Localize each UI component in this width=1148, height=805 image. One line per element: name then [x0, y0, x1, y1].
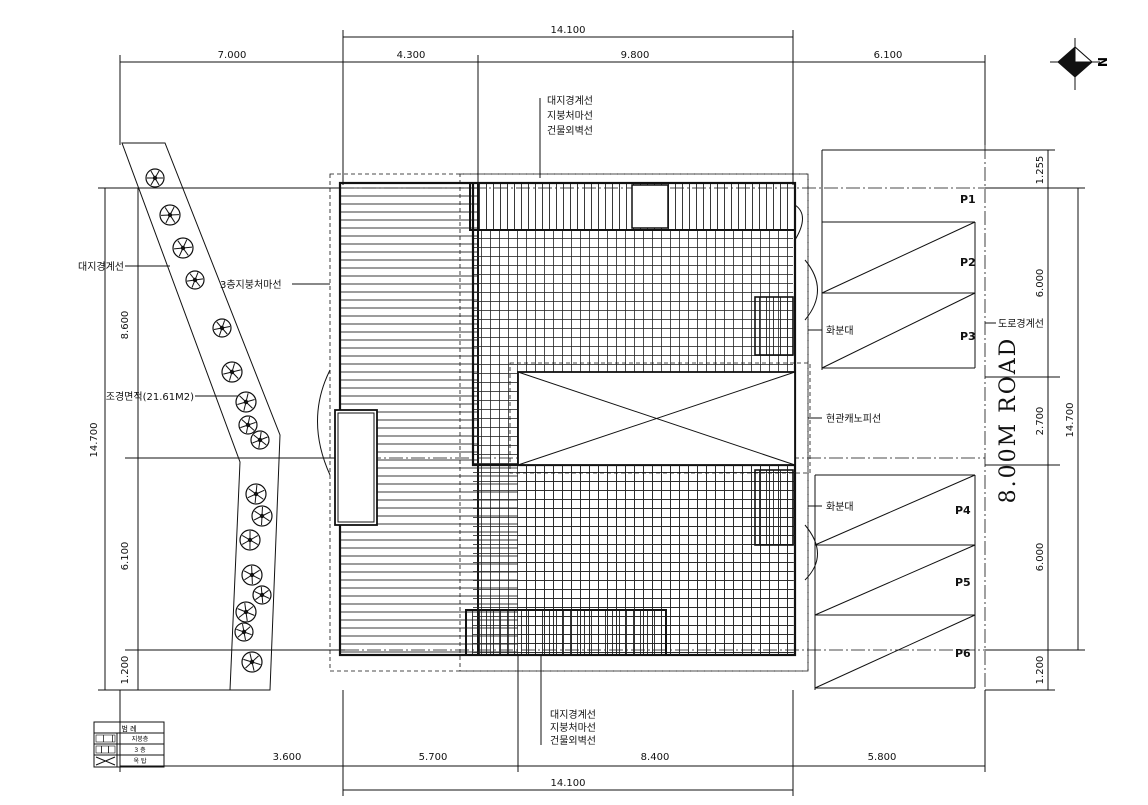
- tree-trunk: [259, 513, 265, 519]
- landscape-strip: [121, 142, 281, 691]
- dim-right-0: 1.255: [1035, 156, 1046, 185]
- label-boundary-top: 대지경계선: [547, 94, 593, 107]
- legend-row-1: 3 층: [134, 746, 146, 754]
- label-boundary-bottom: 대지경계선: [550, 708, 596, 721]
- annotations: 대지경계선 지붕처마선 건물외벽선 대지경계선 지붕처마선 건물외벽선 대지경계…: [78, 94, 1044, 747]
- dim-right-total: 14.700: [1065, 403, 1076, 438]
- dim-left-total: 14.700: [89, 423, 100, 458]
- tree-trunk: [259, 592, 265, 598]
- road-label: 8.00M ROAD: [996, 337, 1021, 504]
- tree-trunk: [247, 537, 253, 543]
- dim-left-1: 6.100: [120, 542, 131, 571]
- tree-trunk: [243, 609, 249, 615]
- north-letter: N: [1095, 57, 1109, 67]
- tree-symbols: [145, 168, 273, 673]
- left-dimensions: 14.700 8.600 6.100 1.200: [89, 187, 345, 691]
- dim-left-2: 1.200: [120, 656, 131, 685]
- roof-top-opening: [631, 184, 669, 229]
- parking-p1: P1: [960, 193, 976, 206]
- label-outer-wall-top: 건물외벽선: [547, 125, 593, 137]
- dim-top-1: 4.300: [397, 50, 426, 61]
- dim-top-0: 7.000: [218, 50, 247, 61]
- tree-trunk: [192, 277, 198, 283]
- parking-p5: P5: [955, 576, 971, 589]
- dim-top-2: 9.800: [621, 50, 650, 61]
- tree-trunk: [253, 491, 259, 497]
- right-dimensions: 1.255 6.000 2.700 6.000 1.200 14.700: [985, 149, 1085, 691]
- parking-p4: P4: [955, 504, 971, 517]
- left-canopy: [334, 409, 378, 526]
- label-road-boundary: 도로경계선: [998, 317, 1044, 330]
- tree-trunk: [241, 629, 247, 635]
- dim-bottom-3: 5.800: [868, 752, 897, 763]
- tree-trunk: [249, 659, 255, 665]
- legend: 범 례 지붕층 3 층 옥 탑: [93, 721, 165, 768]
- tree-trunk: [243, 399, 249, 405]
- label-landscape-area: 조경면적(21.61M2): [106, 390, 194, 403]
- tree-trunk: [257, 437, 263, 443]
- label-roof3-edge: 3층지붕처마선: [220, 279, 282, 291]
- dim-right-2: 2.700: [1035, 407, 1046, 436]
- tree-trunk: [245, 422, 251, 428]
- legend-row-0: 지붕층: [132, 735, 149, 743]
- north-arrow-icon: N: [1050, 38, 1109, 90]
- label-roof-edge-bottom: 지붕처마선: [550, 722, 596, 734]
- tree-trunk: [167, 212, 173, 218]
- dim-top-3: 6.100: [874, 50, 903, 61]
- dim-bottom-1: 5.700: [419, 752, 448, 763]
- label-roof-edge-top: 지붕처마선: [547, 110, 593, 122]
- tree-trunk: [249, 572, 255, 578]
- parking-p3: P3: [960, 330, 976, 343]
- tree-trunk: [180, 245, 186, 251]
- legend-title: 범 례: [121, 724, 136, 733]
- dim-top-total: 14.100: [551, 25, 586, 36]
- top-dimensions: 14.100 7.000 4.300 9.800 6.100: [119, 25, 986, 185]
- label-planter-top: 화분대: [826, 325, 854, 337]
- legend-row-2: 옥 탑: [134, 757, 147, 765]
- planter-lower-rect: [754, 469, 794, 546]
- dim-bottom-2: 8.400: [641, 752, 670, 763]
- roof-bottom-strip: [465, 609, 667, 656]
- tree-trunk: [152, 175, 158, 181]
- label-outer-wall-bottom: 건물외벽선: [550, 735, 596, 747]
- dim-right-3: 6.000: [1035, 543, 1046, 572]
- parking-p6: P6: [955, 647, 971, 660]
- bottom-dimensions: 3.600 5.700 8.400 5.800 14.100: [119, 655, 986, 796]
- parking-area: P1 P2 P3 P4 P5 P6: [814, 145, 986, 695]
- tree-trunk: [219, 325, 225, 331]
- planter-upper-rect: [754, 296, 794, 356]
- dim-bottom-0: 3.600: [273, 752, 302, 763]
- label-canopy-line: 현관캐노피선: [826, 413, 881, 425]
- parking-p2: P2: [960, 256, 976, 269]
- dim-left-0: 8.600: [120, 311, 131, 340]
- dim-bottom-total: 14.100: [551, 778, 586, 789]
- label-boundary-left: 대지경계선: [78, 260, 124, 273]
- label-planter-bottom: 화분대: [826, 501, 854, 513]
- dim-right-4: 1.200: [1035, 656, 1046, 685]
- tree-trunk: [229, 369, 235, 375]
- dim-right-1: 6.000: [1035, 269, 1046, 298]
